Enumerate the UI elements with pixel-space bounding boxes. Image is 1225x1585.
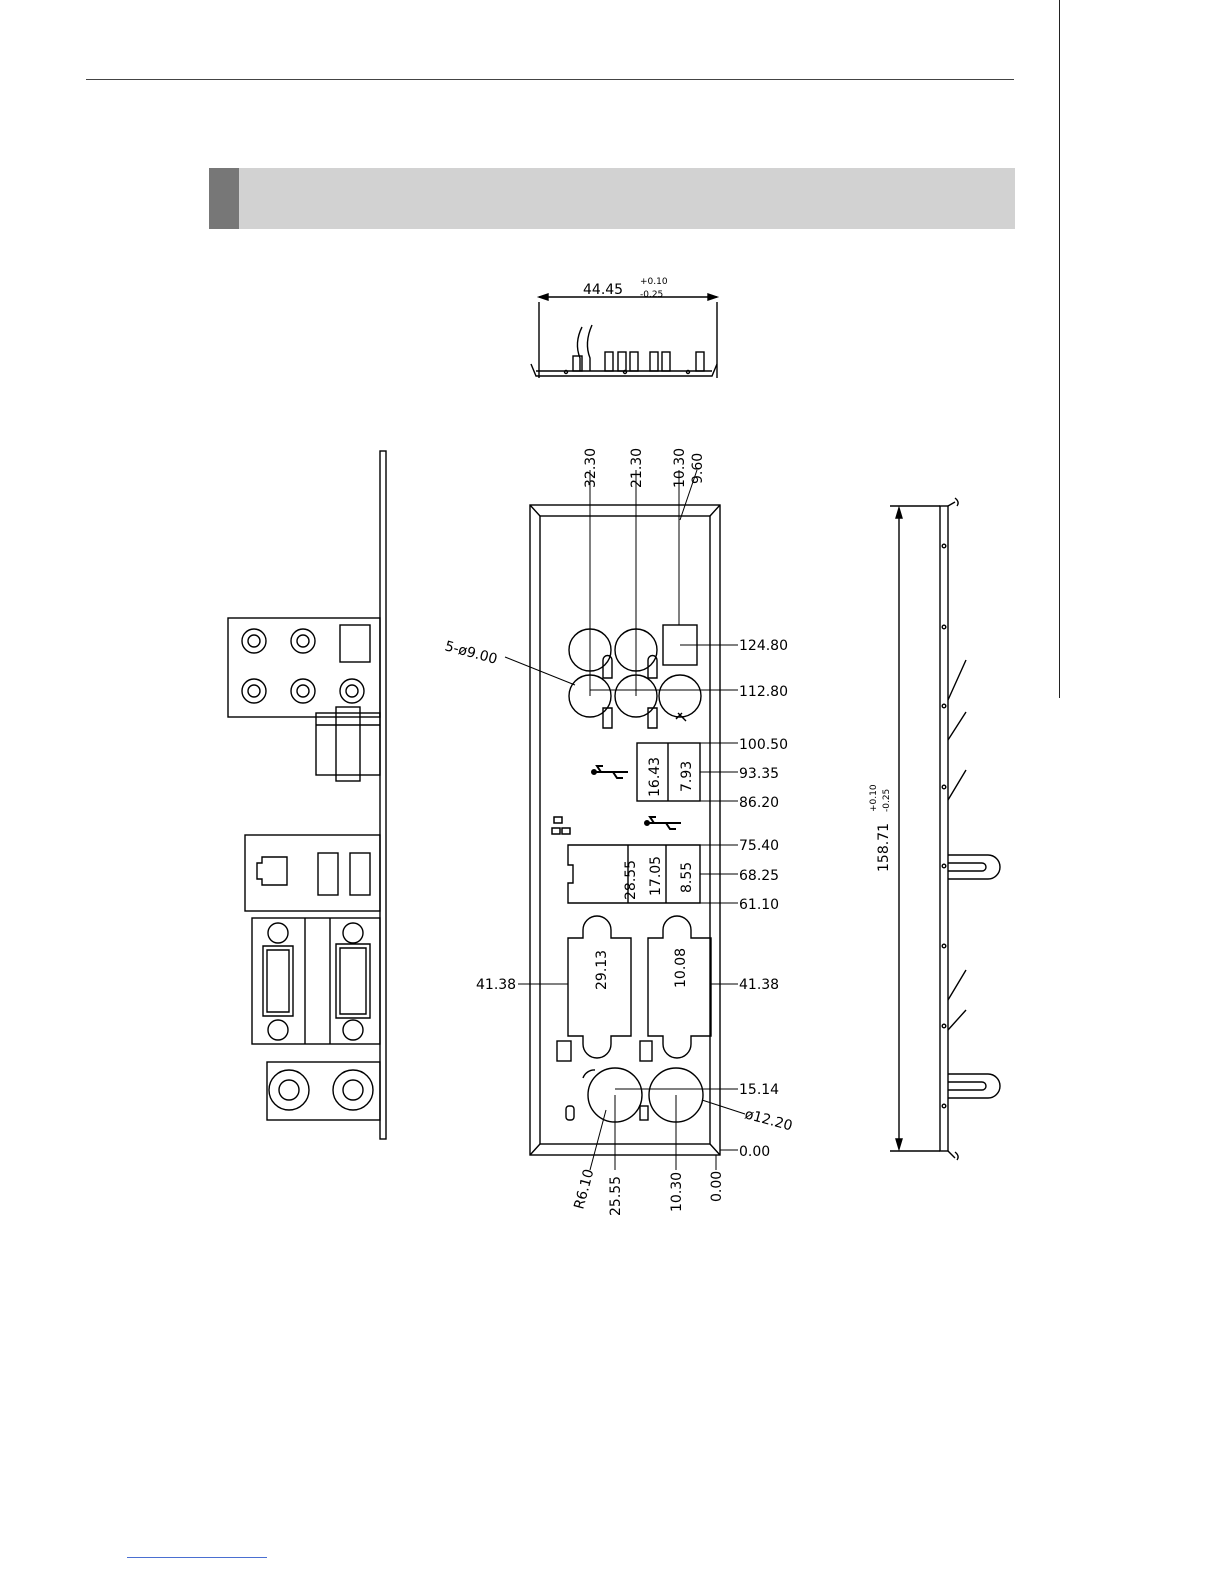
radius-dim: R6.10 [571, 1167, 597, 1211]
height-dim: 158.71 [876, 823, 892, 872]
dsub-29-13: 29.13 [594, 950, 610, 990]
lan-icon [552, 817, 570, 834]
usb-icon [316, 707, 380, 781]
row-93-35: 93.35 [739, 766, 779, 782]
lan-8-55: 8.55 [679, 862, 695, 893]
right-41-38: 41.38 [739, 977, 779, 993]
bot-0-00: 0.00 [709, 1171, 725, 1202]
audio-jack-icon [242, 625, 370, 703]
col-10-30: 10.30 [672, 448, 688, 488]
top-tol-minus: -0.25 [640, 290, 663, 300]
mouse-icon [333, 1070, 373, 1110]
bot-10-30: 10.30 [669, 1172, 685, 1212]
keyboard-icon [269, 1070, 309, 1110]
row-100-50: 100.50 [739, 737, 788, 753]
col-9-60: 9.60 [690, 453, 706, 484]
top-view [531, 294, 717, 378]
row-15-14: 15.14 [739, 1082, 779, 1098]
top-tol-plus: +0.10 [640, 277, 668, 287]
mouse-icon [566, 1106, 574, 1120]
serial-port-icon [263, 923, 293, 1040]
col-21-30: 21.30 [629, 448, 645, 488]
row-124-80: 124.80 [739, 638, 788, 654]
row-0-00: 0.00 [739, 1144, 770, 1160]
side-view-connectors [228, 451, 386, 1139]
height-tol-minus: -0.25 [882, 789, 892, 812]
row-112-80: 112.80 [739, 684, 788, 700]
usb-7-93: 7.93 [679, 761, 695, 792]
serial-port-icon [557, 1041, 571, 1061]
lan-icon [245, 835, 380, 911]
row-61-10: 61.10 [739, 897, 779, 913]
row-86-20: 86.20 [739, 795, 779, 811]
lan-17-05: 17.05 [648, 856, 664, 896]
front-view [530, 505, 720, 1155]
ps2-diameter: ø12.20 [743, 1106, 794, 1134]
top-width-dim: 44.45 [583, 282, 623, 298]
bot-25-55: 25.55 [608, 1176, 624, 1216]
usb-16-43: 16.43 [647, 757, 663, 797]
row-68-25: 68.25 [739, 868, 779, 884]
vga-icon [640, 1041, 652, 1061]
height-tol-plus: +0.10 [869, 784, 879, 812]
col-32-30: 32.30 [583, 448, 599, 488]
left-41-38: 41.38 [476, 977, 516, 993]
footer-link-underline [127, 1557, 267, 1558]
holes-callout: 5-ø9.00 [443, 638, 499, 667]
lan-28-55: 28.55 [623, 860, 639, 900]
row-75-40: 75.40 [739, 838, 779, 854]
vga-icon [336, 923, 370, 1040]
profile-view [890, 498, 1000, 1160]
keyboard-icon [640, 1106, 648, 1120]
dsub-10-08: 10.08 [673, 948, 689, 988]
front-dimension-lines [505, 470, 745, 1170]
